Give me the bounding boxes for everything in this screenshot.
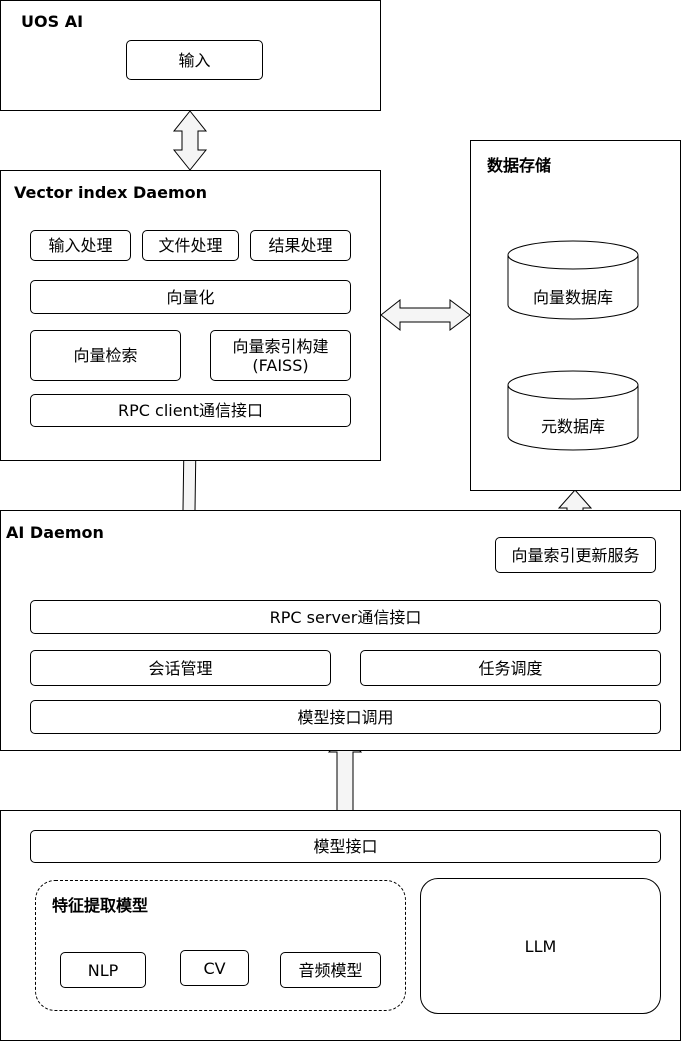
cv-box: CV	[180, 950, 249, 986]
arrow-uos-vector	[172, 110, 208, 171]
llm-box: LLM	[420, 878, 661, 1014]
uos-ai-title: UOS AI	[21, 12, 84, 31]
index-build-sublabel: (FAISS)	[252, 355, 309, 375]
ai-daemon-title: AI Daemon	[6, 523, 104, 542]
index-build-box: 向量索引构建 (FAISS)	[210, 330, 351, 381]
rpc-client-box: RPC client通信接口	[30, 394, 351, 427]
feature-extraction-title: 特征提取模型	[52, 896, 149, 915]
input-box: 输入	[126, 40, 263, 80]
index-build-label: 向量索引构建	[232, 336, 329, 356]
vectorize-box: 向量化	[30, 280, 351, 314]
model-call-box: 模型接口调用	[30, 700, 661, 734]
vector-index-daemon-title: Vector index Daemon	[14, 183, 207, 202]
vector-search-box: 向量检索	[30, 330, 181, 381]
index-update-service-box: 向量索引更新服务	[495, 537, 656, 573]
nlp-box: NLP	[60, 952, 146, 988]
vector-database-label: 向量数据库	[532, 288, 613, 307]
input-processing-box: 输入处理	[30, 230, 131, 261]
metadata-database-label: 元数据库	[540, 417, 605, 436]
arrow-vector-storage	[380, 298, 471, 332]
audio-model-box: 音频模型	[280, 952, 381, 988]
file-processing-box: 文件处理	[142, 230, 239, 261]
feature-extraction-group	[35, 880, 406, 1011]
session-management-box: 会话管理	[30, 650, 331, 686]
model-interface-box: 模型接口	[30, 830, 661, 863]
rpc-server-box: RPC server通信接口	[30, 600, 661, 634]
task-scheduling-box: 任务调度	[360, 650, 661, 686]
data-storage-container	[470, 140, 681, 491]
result-processing-box: 结果处理	[250, 230, 351, 261]
data-storage-title: 数据存储	[487, 156, 552, 175]
